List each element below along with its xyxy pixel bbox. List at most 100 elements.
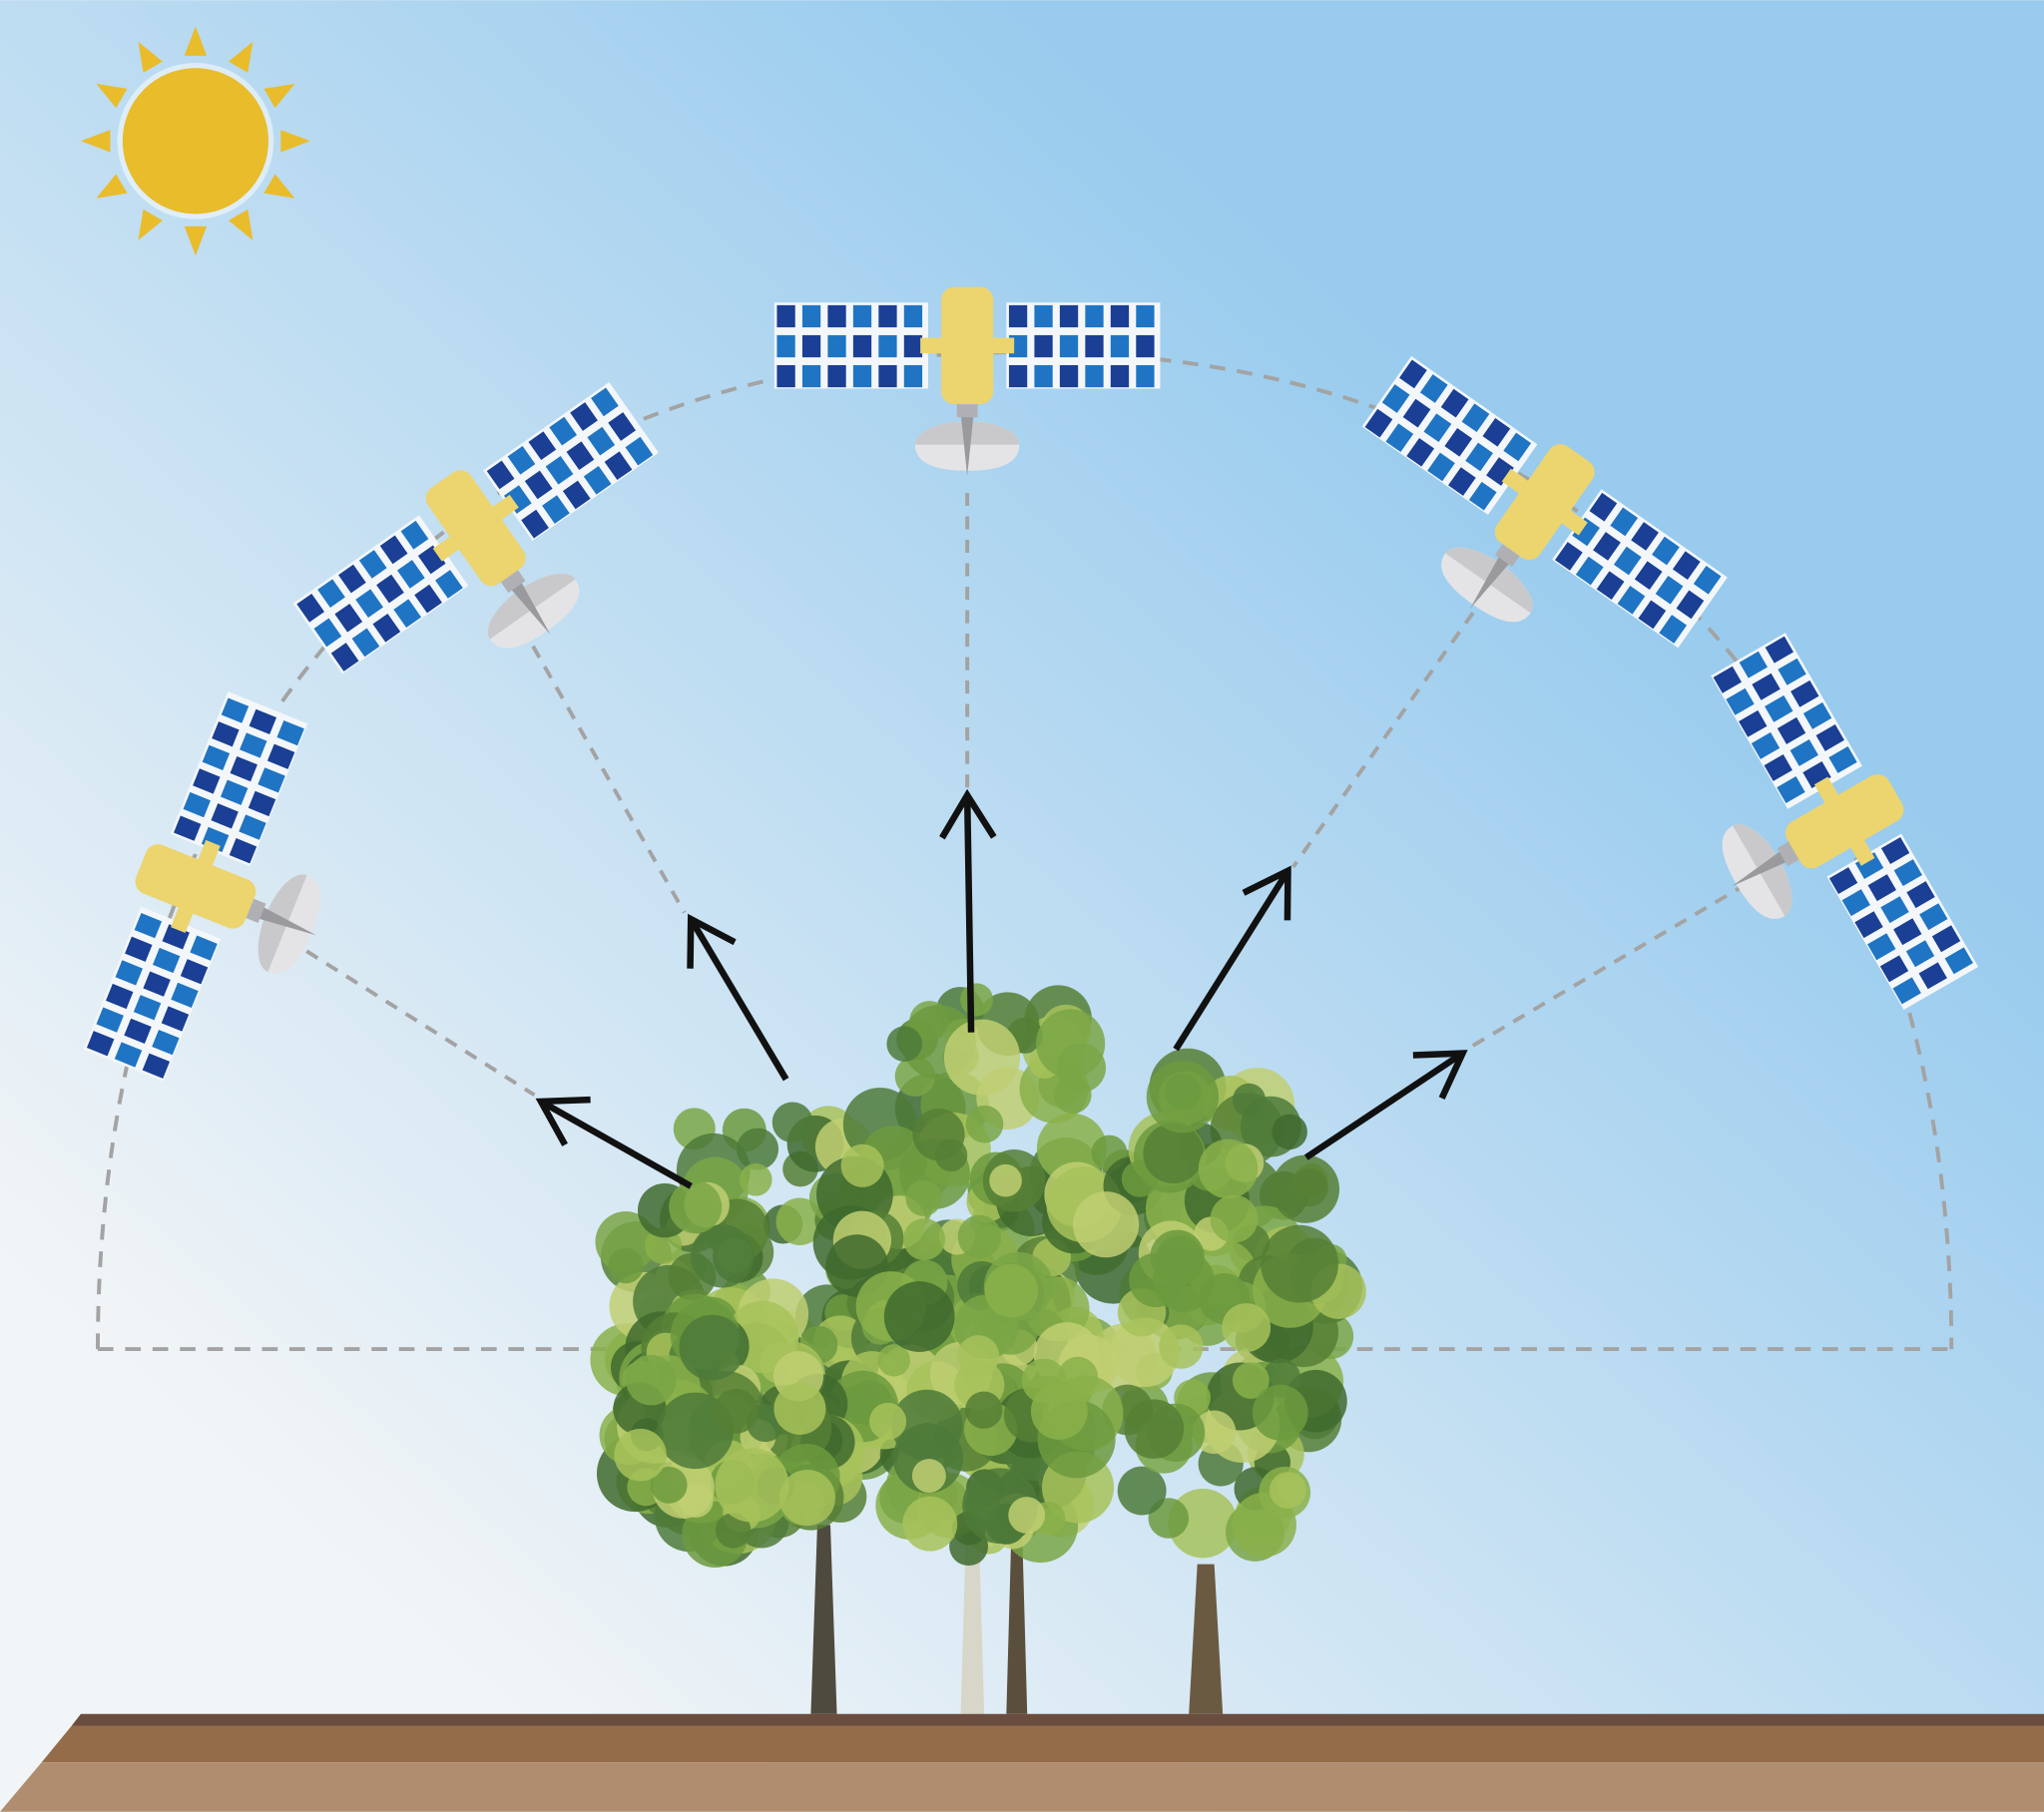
solar-panel	[483, 382, 659, 542]
foliage-blob	[903, 1218, 946, 1261]
panel-cell	[1399, 359, 1427, 389]
foliage-blob	[957, 1335, 1000, 1378]
panel-cell	[202, 744, 231, 770]
panel-cell	[1918, 962, 1947, 990]
foliage-blob	[736, 1128, 779, 1170]
panel-cell	[827, 364, 846, 388]
foliage-blob	[911, 1459, 946, 1494]
foliage-blob	[1269, 1472, 1306, 1509]
arrow-head	[1412, 1050, 1468, 1101]
panel-cell	[608, 412, 637, 441]
panel-cell	[545, 455, 574, 485]
panel-cell	[827, 334, 846, 358]
foliage-blob	[739, 1162, 772, 1196]
satellite-body	[425, 470, 526, 587]
panel-cell	[486, 460, 515, 490]
panel-cell	[1726, 687, 1755, 715]
foliage-blob	[1008, 1497, 1046, 1534]
panel-cell	[549, 416, 578, 446]
arrow-shaft	[688, 917, 789, 1082]
panel-cell	[542, 495, 570, 524]
panel-cell	[1739, 651, 1769, 679]
panel-cell	[1739, 709, 1768, 737]
panel-cell	[776, 334, 795, 358]
panel-cell	[583, 465, 612, 495]
dish-mount	[1777, 841, 1799, 867]
satellite-body	[1785, 773, 1904, 869]
satellite-icon	[292, 382, 659, 675]
panel-cell	[1008, 304, 1028, 328]
panel-cell	[591, 387, 619, 417]
panel-cell	[161, 1006, 190, 1032]
panel-cell	[1136, 304, 1155, 328]
panel-cell	[1944, 947, 1973, 975]
sun-ray	[96, 174, 128, 199]
view-line	[285, 936, 536, 1098]
panel-cell	[1085, 334, 1104, 358]
foliage-blob	[1053, 1076, 1092, 1115]
panel-cell	[801, 364, 821, 388]
panel-cell	[183, 791, 212, 818]
panel-cell	[776, 364, 795, 388]
sun-disc	[122, 68, 269, 215]
panel-cell	[230, 755, 257, 782]
panel-cell	[133, 995, 162, 1021]
panel-frame	[83, 906, 222, 1082]
tree-trunk	[1006, 1525, 1028, 1714]
dish-mount	[956, 404, 978, 418]
panel-cell	[852, 334, 872, 358]
panel-cell	[1631, 522, 1659, 551]
satellite-body	[1494, 444, 1595, 561]
panel-cell	[1596, 571, 1625, 601]
panel-cell	[507, 445, 536, 475]
panel-cell	[625, 436, 654, 466]
foliage-blob	[1232, 1362, 1270, 1399]
panel-cell	[1008, 364, 1028, 388]
panel-cell	[776, 304, 795, 328]
panel-cell	[1879, 955, 1909, 983]
arrow-head	[939, 788, 997, 840]
foliage-blob	[965, 1391, 1003, 1429]
panel-cell	[1617, 585, 1646, 615]
panel-cell	[134, 913, 163, 939]
panel-cell	[1423, 413, 1452, 443]
panel-cell	[1867, 933, 1896, 961]
satellites	[83, 286, 1979, 1082]
panel-cell	[1461, 403, 1490, 433]
solar-panel	[170, 691, 308, 867]
foliage-blob	[902, 1496, 958, 1552]
panel-cell	[1802, 701, 1832, 729]
panel-cell	[296, 593, 325, 623]
view-line	[1291, 611, 1475, 868]
foliage-blob	[943, 1019, 1021, 1096]
foliage-blob	[1109, 1317, 1180, 1388]
panel-cell	[1059, 364, 1079, 388]
foliage-blob	[690, 1224, 755, 1288]
panel-cell	[276, 719, 304, 746]
foliage-blob	[989, 1163, 1022, 1197]
sun-ray	[138, 209, 163, 240]
panel-cell	[414, 584, 442, 614]
foliage-blob	[840, 1143, 884, 1187]
panel-cell	[1444, 427, 1473, 457]
panel-cell	[1867, 874, 1896, 902]
foliage-blob	[836, 1385, 876, 1424]
ground-top-layer	[71, 1713, 2044, 1726]
ground	[0, 1713, 2044, 1812]
panel-cell	[1790, 680, 1819, 707]
satellite-body	[135, 844, 256, 929]
panel-cell	[878, 364, 897, 388]
satellite-icon	[1361, 355, 1728, 649]
dish-feed	[256, 905, 317, 936]
panel-cell	[1751, 731, 1781, 759]
foliage-blob	[1271, 1154, 1340, 1223]
panel-cell	[1402, 398, 1431, 428]
panel-cell	[1482, 417, 1511, 447]
foliage-blob	[669, 1180, 723, 1234]
panel-cell	[257, 767, 285, 793]
panel-cell	[1841, 889, 1870, 917]
panel-cell	[528, 431, 557, 461]
arrow-head	[1242, 865, 1291, 921]
panel-cell	[1815, 723, 1844, 751]
panel-cell	[1110, 304, 1130, 328]
